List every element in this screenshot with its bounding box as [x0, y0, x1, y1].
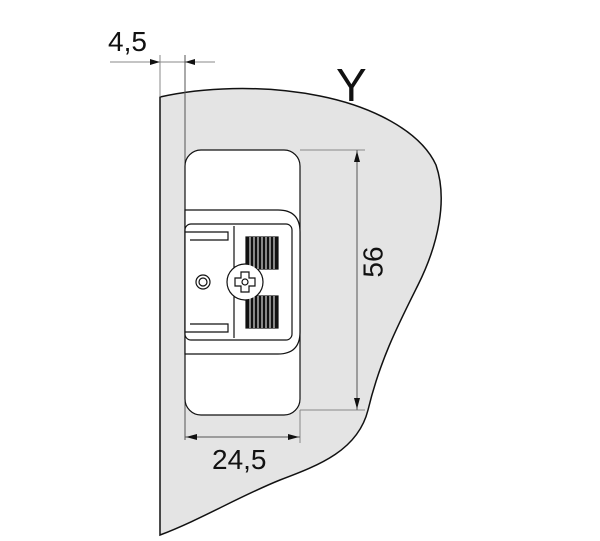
width-arrows — [186, 434, 299, 440]
height-dimension-label: 56 — [357, 246, 389, 278]
fin-lines — [249, 237, 275, 328]
height-dimension — [300, 149, 365, 411]
view-label: Y — [336, 59, 367, 111]
width-dimension — [185, 410, 301, 443]
hinge-fitting — [184, 149, 301, 416]
width-dimension-label: 24,5 — [212, 444, 267, 475]
offset-dimension-label: 4,5 — [108, 26, 147, 57]
offset-arrows — [150, 59, 195, 65]
height-arrows — [354, 151, 360, 409]
